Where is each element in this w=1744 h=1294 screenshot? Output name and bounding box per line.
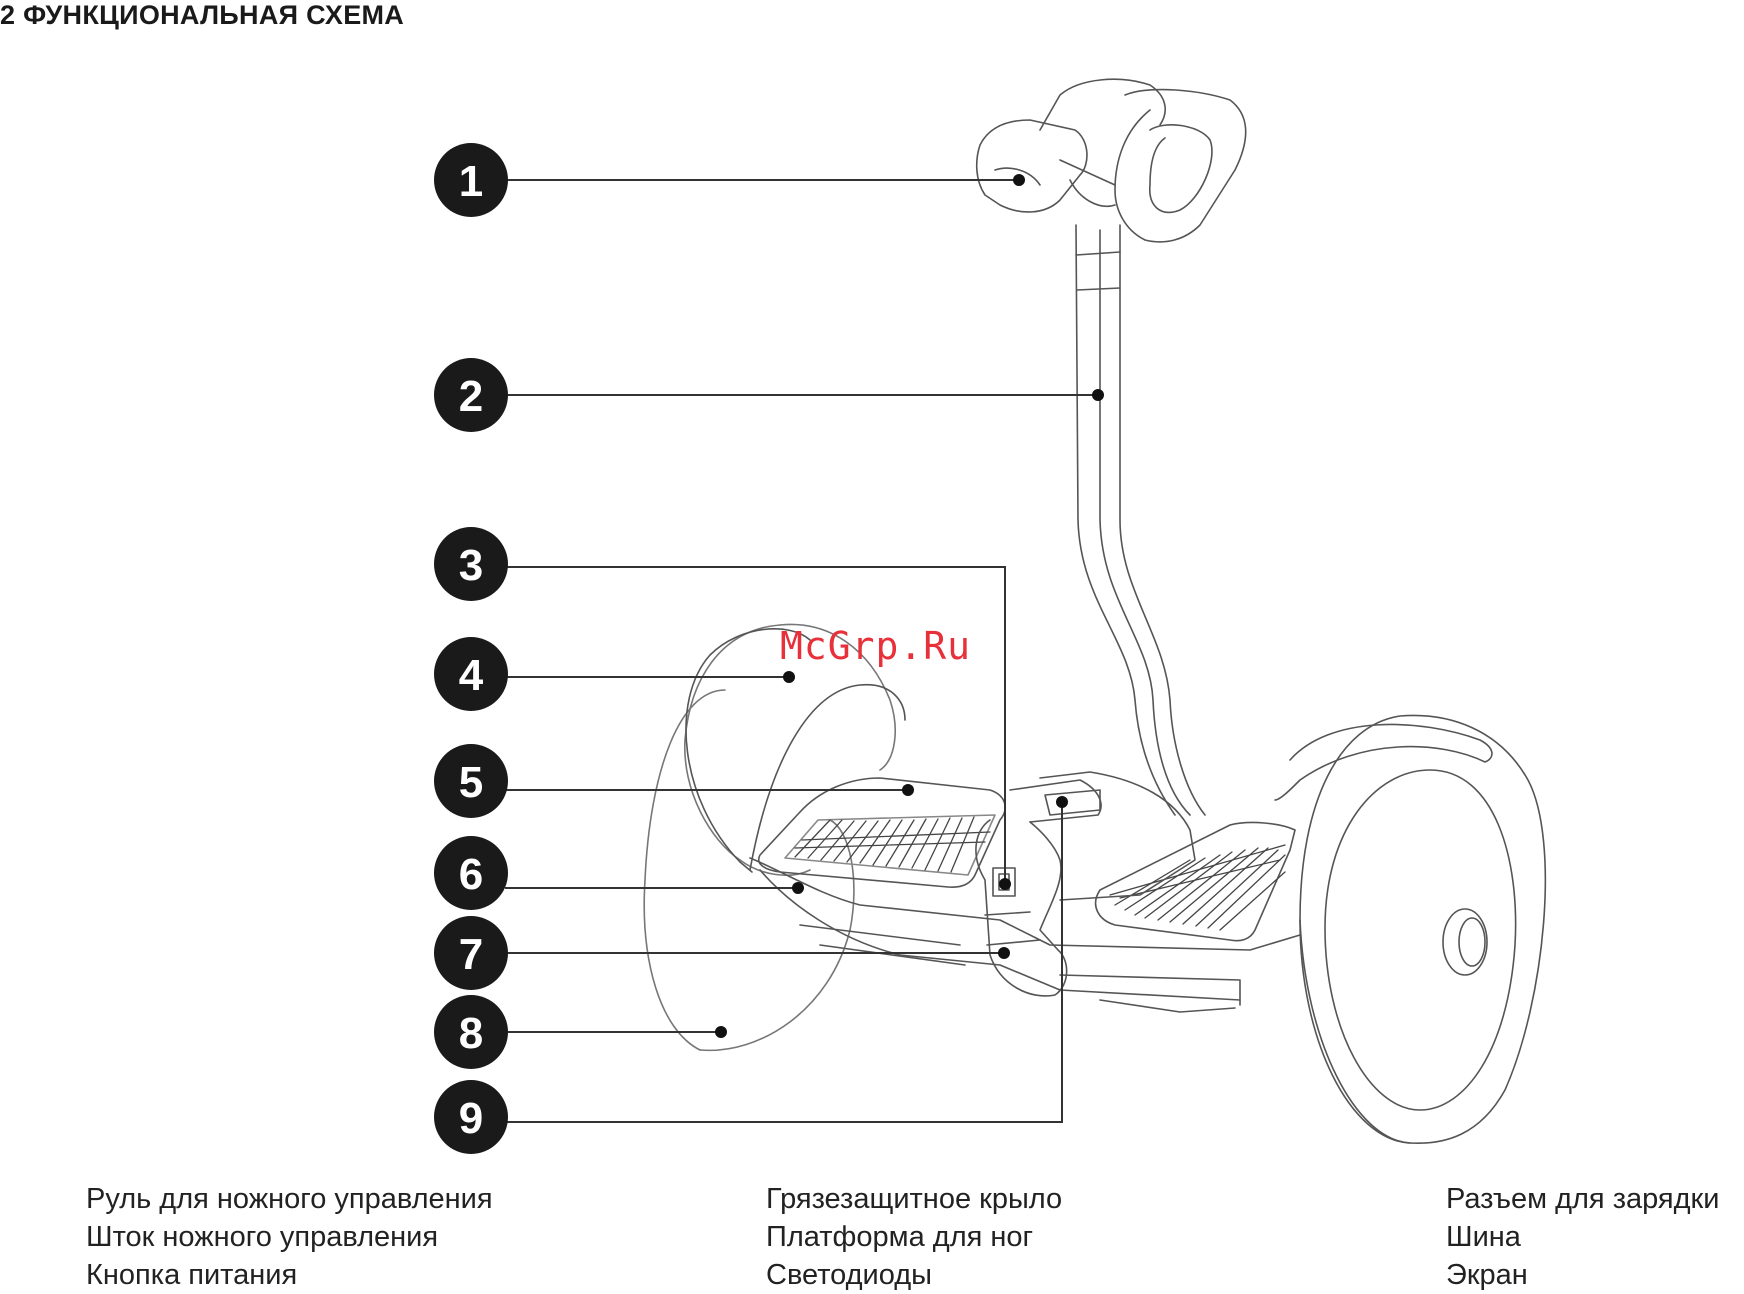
- legend-column-2: Грязезащитное крыло Платформа для ног Св…: [766, 1180, 1062, 1294]
- legend-column-3: Разъем для зарядки Шина Экран: [1446, 1180, 1719, 1294]
- platform: [750, 858, 1300, 1012]
- callout-9: 9: [434, 1080, 508, 1154]
- right-wheel: [1275, 715, 1545, 1143]
- legend-column-1: Руль для ножного управления Шток ножного…: [86, 1180, 493, 1294]
- legend-item-handlebar: Руль для ножного управления: [86, 1180, 493, 1218]
- handlebar: [977, 79, 1246, 242]
- watermark: McGrp.Ru: [780, 624, 971, 668]
- callout-number: 6: [459, 850, 483, 899]
- legend-item-power-button: Кнопка питания: [86, 1256, 493, 1294]
- right-foot-pad: [1096, 823, 1295, 941]
- callout-5: 5: [434, 744, 508, 818]
- callout-number: 3: [459, 541, 483, 590]
- legend-item-fender: Грязезащитное крыло: [766, 1180, 1062, 1218]
- callout-8: 8: [434, 995, 508, 1069]
- callout-7: 7: [434, 916, 508, 990]
- legend-item-charging-port: Разъем для зарядки: [1446, 1180, 1719, 1218]
- callout-4: 4: [434, 637, 508, 711]
- callout-2: 2: [434, 358, 508, 432]
- callout-6: 6: [434, 836, 508, 910]
- callout-number: 8: [459, 1009, 483, 1058]
- callout-number: 7: [459, 930, 483, 979]
- legend-item-screen: Экран: [1446, 1256, 1719, 1294]
- callout-1: 1: [434, 143, 508, 217]
- left-foot-pad: [759, 778, 1006, 887]
- callout-number: 4: [459, 651, 484, 700]
- legend-item-stem: Шток ножного управления: [86, 1218, 493, 1256]
- legend-item-tire: Шина: [1446, 1218, 1719, 1256]
- leader-dots: [715, 174, 1104, 1038]
- callout-number: 9: [459, 1094, 483, 1143]
- stem: [1076, 225, 1205, 815]
- callout-3: 3: [434, 527, 508, 601]
- callout-number: 5: [459, 758, 483, 807]
- legend-item-leds: Светодиоды: [766, 1256, 1062, 1294]
- legend-item-foot-platform: Платформа для ног: [766, 1218, 1062, 1256]
- callout-number: 1: [459, 157, 483, 206]
- callout-number: 2: [459, 372, 483, 421]
